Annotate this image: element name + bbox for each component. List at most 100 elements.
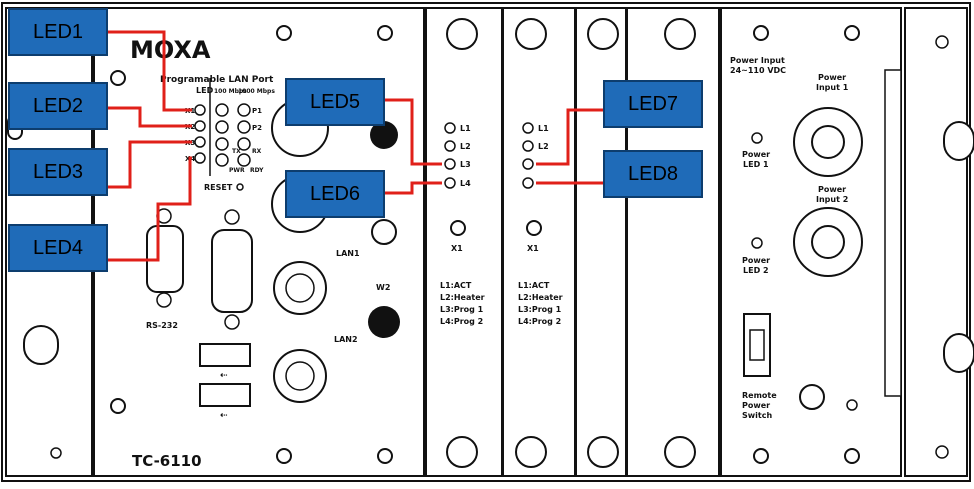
callout-led6: LED6 <box>285 170 385 218</box>
led-pwr-label: PWR <box>229 167 245 174</box>
card1-led-l1 <box>445 123 455 133</box>
card1-legend: L3:Prog 1 <box>440 305 484 314</box>
led-rx-label: RX <box>252 148 262 155</box>
reset-label: RESET <box>204 183 233 192</box>
power-input-title: Power Input <box>730 56 785 65</box>
usb-icon: ⇠ <box>220 411 228 421</box>
power-input-1-inner <box>812 126 844 158</box>
programmable-led-3 <box>195 137 205 147</box>
captive-screw <box>447 437 477 467</box>
lan-led <box>216 121 228 133</box>
remote-switch-label: Switch <box>742 411 772 420</box>
io-card-2 <box>503 8 575 476</box>
card2-led-l2 <box>523 141 533 151</box>
card2-led-l3 <box>523 159 533 169</box>
callout-led2: LED2 <box>8 82 108 130</box>
card1-led-label: L3 <box>460 160 471 169</box>
card2-legend: L1:ACT <box>518 281 550 290</box>
led-header: LED <box>196 86 214 95</box>
status-led <box>216 138 228 150</box>
card1-legend: L4:Prog 2 <box>440 317 483 326</box>
card2-x1-connector[interactable] <box>527 221 541 235</box>
rs232-label: RS-232 <box>146 321 178 330</box>
power-input1-label: Power <box>818 73 846 82</box>
card1-led-l2 <box>445 141 455 151</box>
right-ear-hole-top <box>936 36 948 48</box>
card1-led-label: L2 <box>460 142 471 151</box>
lan-led <box>216 104 228 116</box>
card2-led-label: L1 <box>538 124 549 133</box>
blank-slot-2 <box>627 8 719 476</box>
panel-screw <box>754 449 768 463</box>
captive-screw <box>665 437 695 467</box>
power-input2-label: Input 2 <box>816 195 848 204</box>
power-led-2 <box>752 238 762 248</box>
w2-led-cap <box>368 306 400 338</box>
card1-x1-connector[interactable] <box>451 221 465 235</box>
io-card-1 <box>426 8 502 476</box>
panel-screw <box>845 26 859 40</box>
panel-screw <box>111 71 125 85</box>
power-led2-label: Power <box>742 256 770 265</box>
brand-logo: MOXA <box>130 36 211 64</box>
remote-power-switch[interactable] <box>800 385 824 409</box>
card1-legend: L1:ACT <box>440 281 472 290</box>
left-ear-slot-lower <box>24 326 58 364</box>
panel-screw <box>277 449 291 463</box>
panel-screw <box>277 26 291 40</box>
rs232-screw <box>157 293 171 307</box>
card1-x1-label: X1 <box>451 244 463 253</box>
right-ear-slot-upper <box>944 122 974 160</box>
power-led2-label: LED 2 <box>743 266 769 275</box>
lan2-label: LAN2 <box>334 335 358 344</box>
model-label: TC-6110 <box>132 452 202 470</box>
lan2-port-inner <box>286 362 314 390</box>
card2-led-l4 <box>523 178 533 188</box>
power-input1-label: Input 1 <box>816 83 849 92</box>
led-p2-label: P2 <box>252 124 262 132</box>
lan-port-header: Programable LAN Port <box>160 75 274 85</box>
panel-screw <box>845 449 859 463</box>
led-p1-label: P1 <box>252 107 262 115</box>
card2-led-l1 <box>523 123 533 133</box>
card1-led-l3 <box>445 159 455 169</box>
usb-port-2[interactable] <box>200 384 250 406</box>
card1-led-l4 <box>445 178 455 188</box>
power-input-2-inner <box>812 226 844 258</box>
card2-legend: L3:Prog 1 <box>518 305 562 314</box>
usb-icon: ⇠ <box>220 371 228 381</box>
callout-led7: LED7 <box>603 80 703 128</box>
vga-port[interactable] <box>212 230 252 312</box>
captive-screw <box>516 19 546 49</box>
status-led <box>216 154 228 166</box>
led-rdy-label: RDY <box>250 167 264 174</box>
panel-screw <box>111 399 125 413</box>
right-ear-hole-bottom <box>936 446 948 458</box>
captive-screw <box>588 437 618 467</box>
programmable-led-4 <box>195 153 205 163</box>
callout-led3: LED3 <box>8 148 108 196</box>
left-ear-hole <box>51 448 61 458</box>
usb-port-1[interactable] <box>200 344 250 366</box>
speed-1000-label: 1000 Mbps <box>238 88 275 95</box>
vga-screw <box>225 210 239 224</box>
card1-led-label: L4 <box>460 179 471 188</box>
w2-label: W2 <box>376 283 390 292</box>
ground-icon <box>847 400 857 410</box>
status-led <box>238 154 250 166</box>
captive-screw <box>516 437 546 467</box>
lan-led <box>238 121 250 133</box>
callout-led1: LED1 <box>8 8 108 56</box>
callout-led4: LED4 <box>8 224 108 272</box>
captive-screw <box>588 19 618 49</box>
captive-screw <box>447 19 477 49</box>
right-rack-ear <box>905 8 967 476</box>
programmable-led-2 <box>195 121 205 131</box>
coax-connector <box>372 220 396 244</box>
lan1-port-inner <box>286 274 314 302</box>
captive-screw <box>665 19 695 49</box>
blank-slot-1 <box>576 8 626 476</box>
callout-led5: LED5 <box>285 78 385 126</box>
reset-button[interactable] <box>237 184 243 190</box>
